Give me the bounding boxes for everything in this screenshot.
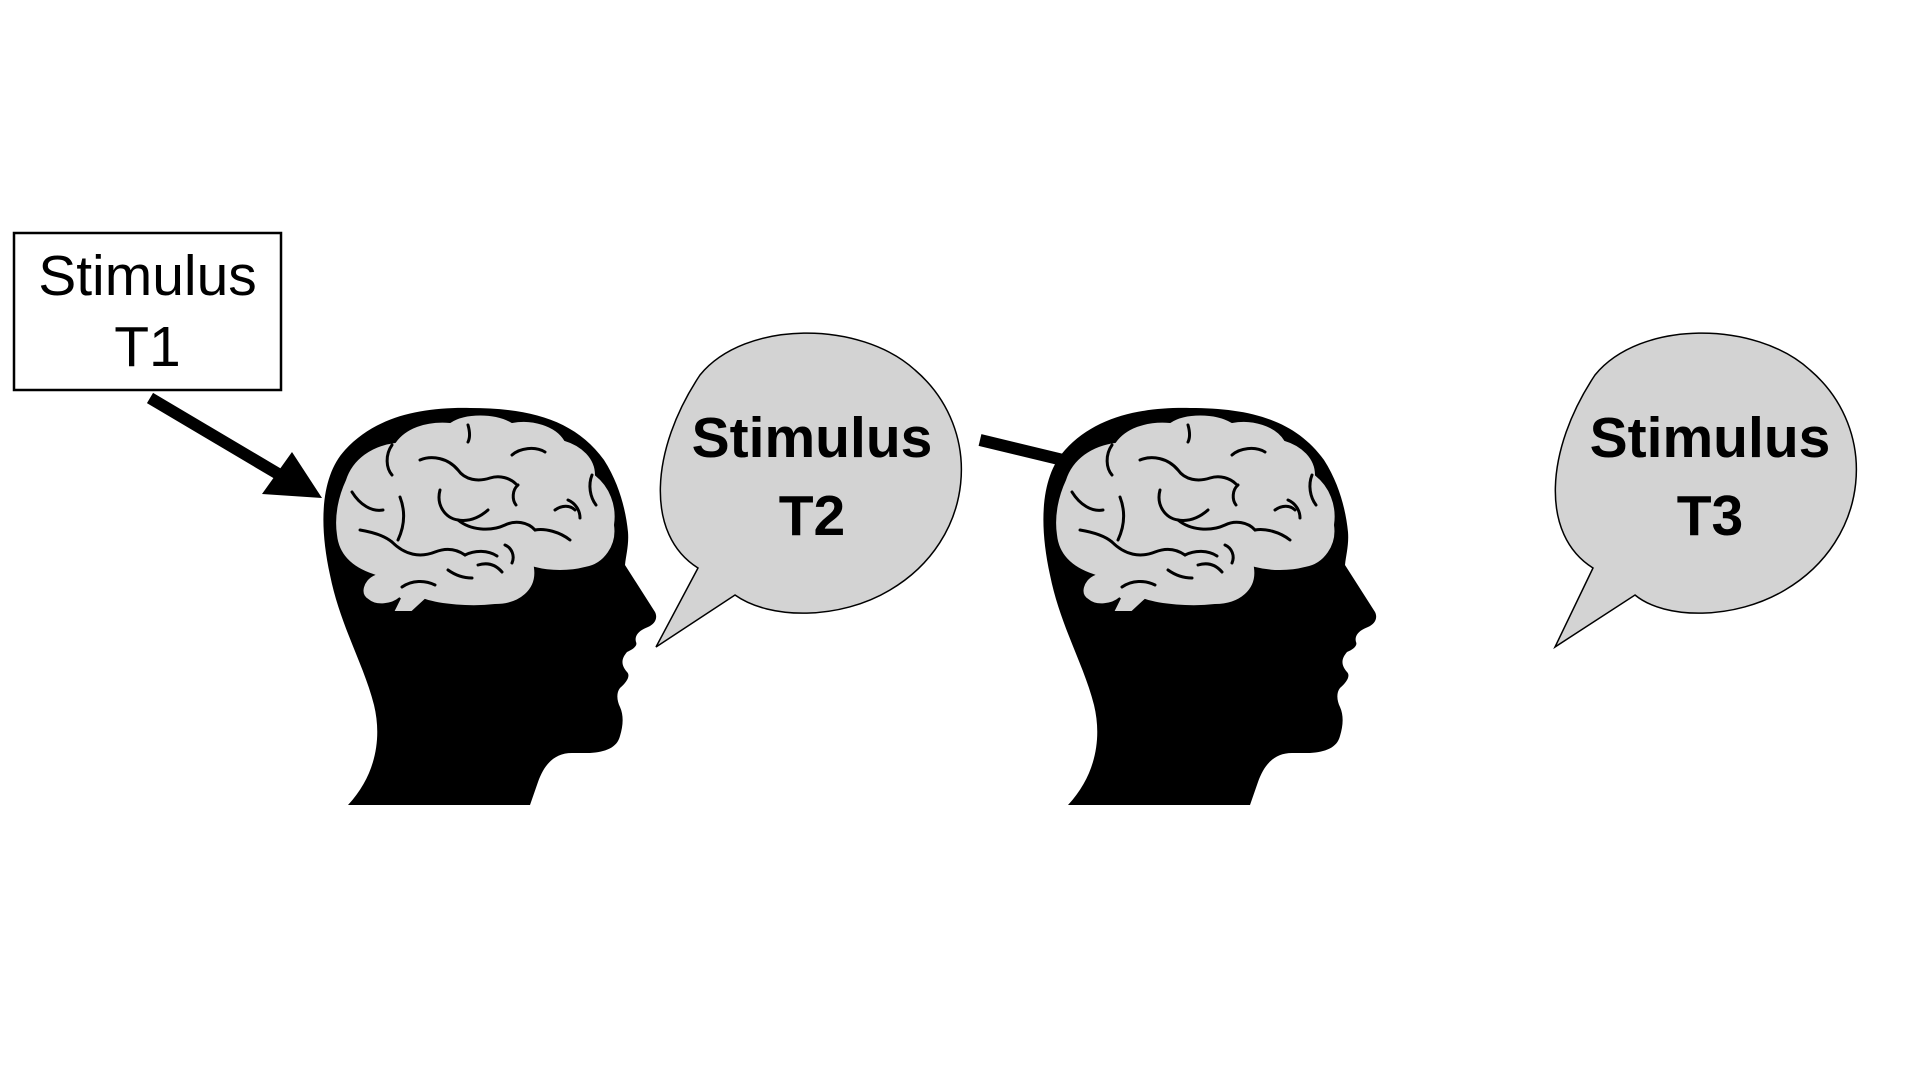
human-head-icon (321, 406, 658, 807)
speech-bubble-t3: Stimulus T3 (1553, 332, 1858, 650)
head-1 (321, 406, 658, 807)
speech-bubble-t2: Stimulus T2 (655, 332, 963, 648)
right-arrow-icon (262, 452, 322, 498)
speech-bubble-t2-line1: Stimulus (692, 406, 933, 470)
arrow-shaft (146, 392, 284, 481)
human-head-icon (1041, 406, 1378, 807)
speech-bubble-t3-line1: Stimulus (1590, 406, 1831, 470)
speech-bubble-t3-shape (1553, 332, 1858, 650)
stimulus-t1-box: Stimulus T1 (12, 231, 283, 392)
speech-bubble-t2-shape (655, 332, 963, 648)
stimulus-t1-box-border (12, 231, 283, 392)
head-2 (1041, 406, 1378, 807)
arrow-box-to-head1 (146, 392, 322, 498)
speech-bubble-t2-line2: T2 (779, 484, 846, 548)
stimulus-t1-label-line1: Stimulus (38, 244, 257, 308)
speech-bubble-t3-line2: T3 (1677, 484, 1744, 548)
stimulus-t1-label-line2: T1 (114, 315, 181, 379)
